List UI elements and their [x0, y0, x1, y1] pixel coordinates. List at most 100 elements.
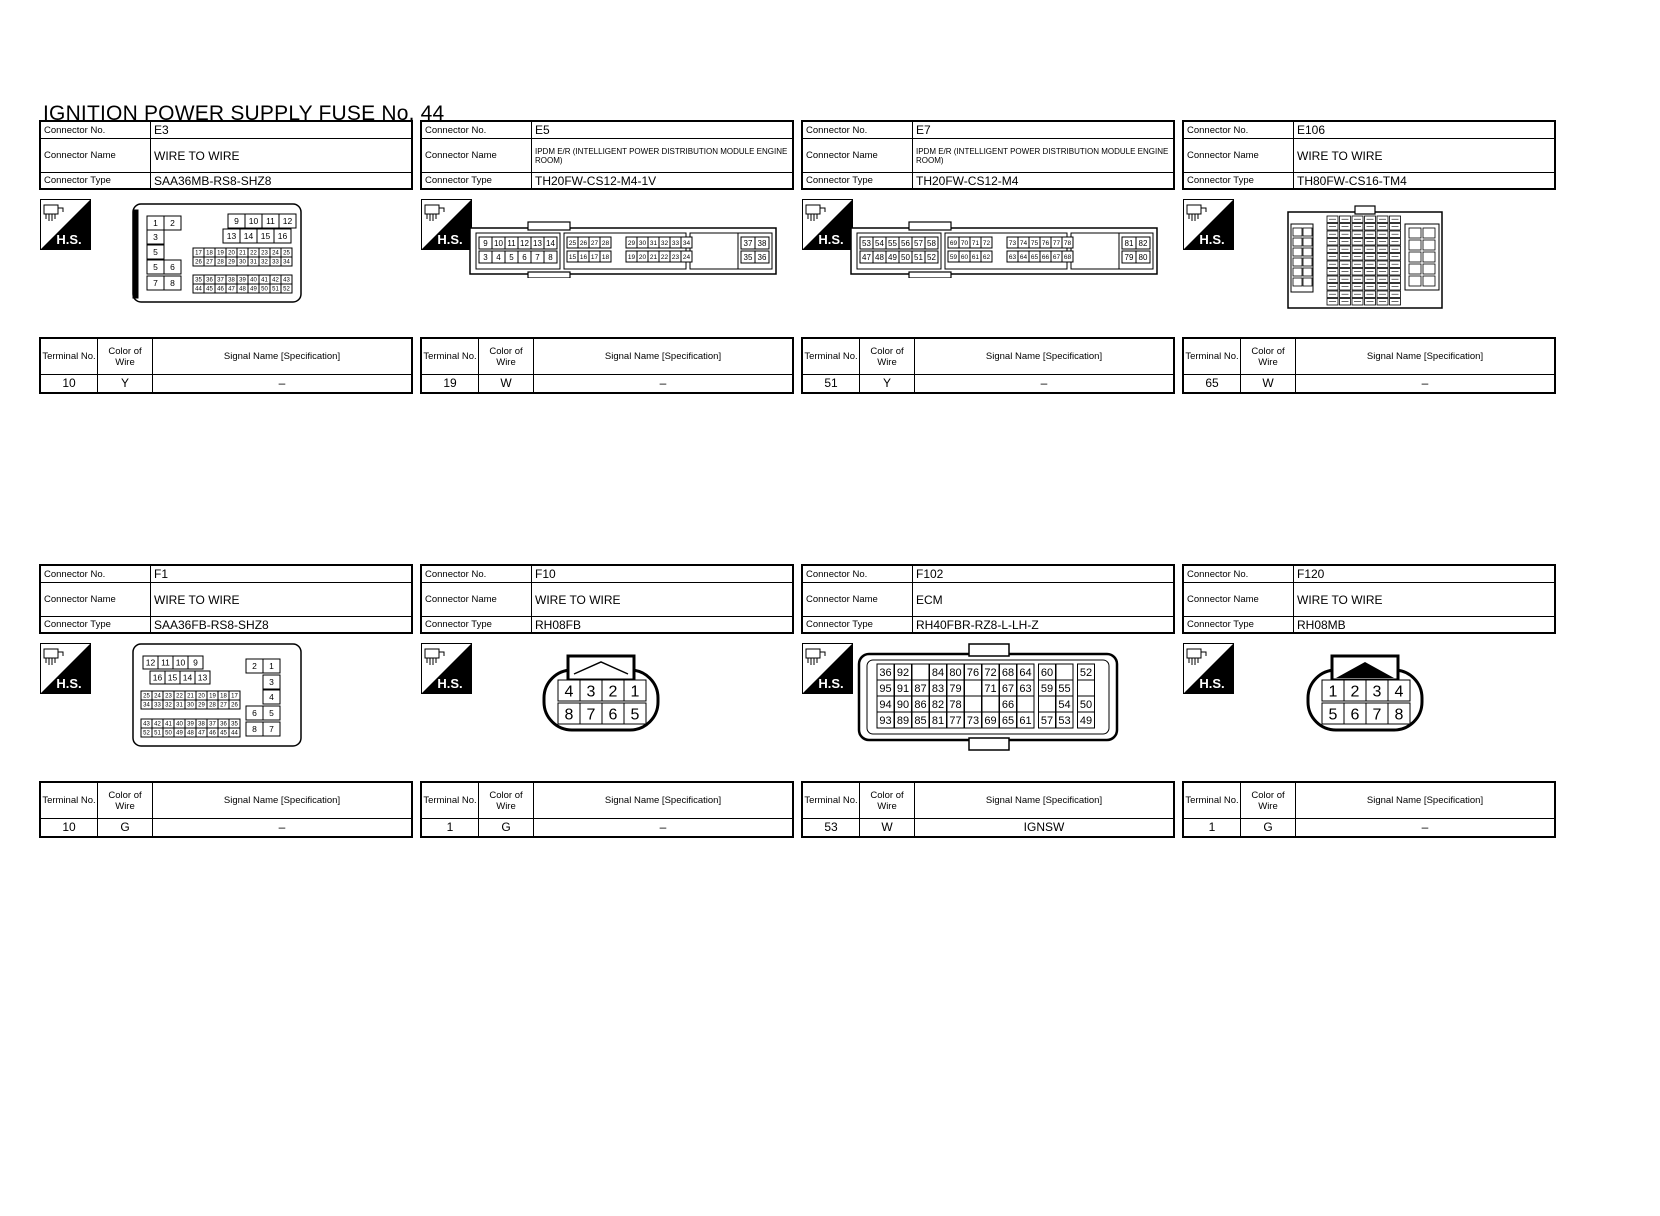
pin-label: 68 — [1002, 667, 1014, 679]
pin-label: 57 — [914, 239, 923, 248]
pin-cell: 8 — [557, 702, 581, 725]
pin-label: 4 — [496, 253, 501, 262]
table-row: 10 Y – — [39, 374, 413, 394]
pin-label: 3 — [153, 232, 158, 242]
pin-cell: 20 — [195, 690, 208, 701]
pin-label: 13 — [533, 239, 542, 248]
pin-label: 48 — [875, 253, 884, 262]
pin-cell — [1292, 247, 1303, 257]
pin-cell: 79 — [946, 679, 965, 697]
pin-label: 32 — [165, 703, 172, 709]
pin-label: 12 — [146, 658, 156, 668]
pin-cell: 4 — [491, 250, 506, 264]
pin-label: 37 — [217, 278, 224, 284]
pin-label: 35 — [195, 278, 202, 284]
pin-outline — [273, 228, 292, 244]
pin-cell: 7 — [262, 721, 281, 737]
pin-cell: 9 — [227, 213, 246, 229]
pin-cell: 61 — [1016, 711, 1035, 729]
connector-no-value: F1 — [150, 564, 413, 583]
pin-cell: 39 — [184, 718, 197, 729]
pin-cell: 32 — [162, 699, 175, 710]
pin-label: 30 — [187, 703, 194, 709]
pin-label: 55 — [1058, 683, 1070, 695]
pin-cell — [1422, 263, 1436, 275]
pin-label: 94 — [879, 699, 891, 711]
pin-label: 72 — [983, 240, 991, 247]
connector-name-label: Connector Name — [1182, 582, 1294, 617]
pin-cell: 7 — [1365, 702, 1389, 725]
terminal-table: Terminal No. Color of Wire Signal Name [… — [1182, 781, 1556, 838]
pin-label: 27 — [591, 240, 599, 247]
pin-cell: 7 — [530, 250, 545, 264]
pin-label: 2 — [170, 218, 175, 228]
pin-cell: 8 — [543, 250, 558, 264]
signal-name-cell: – — [533, 818, 794, 838]
pin-cell: 38 — [195, 718, 208, 729]
pin-cell: 17 — [588, 250, 601, 263]
pin-cell: 23 — [162, 690, 175, 701]
pin-label: 21 — [239, 251, 246, 257]
pin-cell: 3 — [478, 250, 493, 264]
harness-side-icon: H.S. — [802, 643, 853, 694]
pin-label: 3 — [587, 683, 596, 700]
pin-label: 7 — [153, 278, 158, 288]
pin-label: 95 — [879, 683, 891, 695]
pin-cell: 9 — [478, 236, 493, 250]
connector-type-label: Connector Type — [801, 616, 913, 634]
pin-cell: 11 — [261, 213, 280, 229]
pin-cell: 67 — [1050, 250, 1063, 263]
pin-label: 60 — [1041, 667, 1053, 679]
pin-cell: 14 — [239, 228, 258, 244]
connector-type-value: SAA36FB-RS8-SHZ8 — [150, 616, 413, 634]
pin-cell: 5 — [146, 259, 165, 275]
pin-cell: 80 — [1135, 250, 1151, 264]
pin-outline — [1016, 711, 1035, 729]
connector-type-value: RH40FBR-RZ8-L-LH-Z — [912, 616, 1175, 634]
pin-outline — [980, 236, 993, 249]
color-of-wire-header: Color of Wire — [478, 337, 534, 375]
pin-label: 82 — [1139, 239, 1148, 248]
pin-cell: 23 — [669, 250, 682, 263]
pin-cell: 74 — [1017, 236, 1030, 249]
pin-label: 49 — [250, 287, 257, 293]
signal-name-header: Signal Name [Specification] — [152, 337, 413, 375]
connector-svg: 1235555567891011121314151617181920212223… — [132, 203, 302, 303]
pin-cell: 18 — [203, 247, 216, 258]
pin-label: 15 — [261, 231, 271, 241]
pin-outline — [1135, 250, 1151, 264]
pin-cell: 50 — [258, 283, 271, 294]
pin-label: 52 — [283, 287, 290, 293]
pin-cell: 49 — [247, 283, 260, 294]
pin-label: 9 — [193, 658, 198, 668]
pin-label: 55 — [888, 239, 897, 248]
pin-label: 39 — [239, 278, 246, 284]
connector-no-value: E3 — [150, 120, 413, 139]
pin-label: 4 — [565, 683, 574, 700]
pin-label: 81 — [1125, 239, 1134, 248]
pin-label: 84 — [932, 667, 944, 679]
connector-no-label: Connector No. — [39, 564, 151, 583]
pin-label: 9 — [234, 216, 239, 226]
latch — [908, 271, 952, 279]
pin-cell: 32 — [658, 236, 671, 249]
latch — [968, 737, 1010, 751]
signal-name-cell: – — [533, 374, 794, 394]
pin-cell: 2 — [163, 215, 182, 231]
pin-outline — [1055, 711, 1074, 729]
terminal-no-cell: 51 — [801, 374, 860, 394]
pin-cell: 73 — [964, 711, 982, 729]
color-of-wire-header: Color of Wire — [97, 337, 153, 375]
pin-label: 10 — [176, 658, 186, 668]
pin-cell: 6 — [245, 705, 264, 721]
pin-cell: 80 — [946, 663, 965, 681]
pin-cell: 71 — [981, 679, 1000, 697]
pin-label: 27 — [220, 703, 227, 709]
pin-label: 78 — [1064, 240, 1072, 247]
pin-label: 31 — [650, 240, 658, 247]
empty-cavity — [981, 695, 1000, 713]
pin-cell: 4 — [557, 679, 581, 702]
